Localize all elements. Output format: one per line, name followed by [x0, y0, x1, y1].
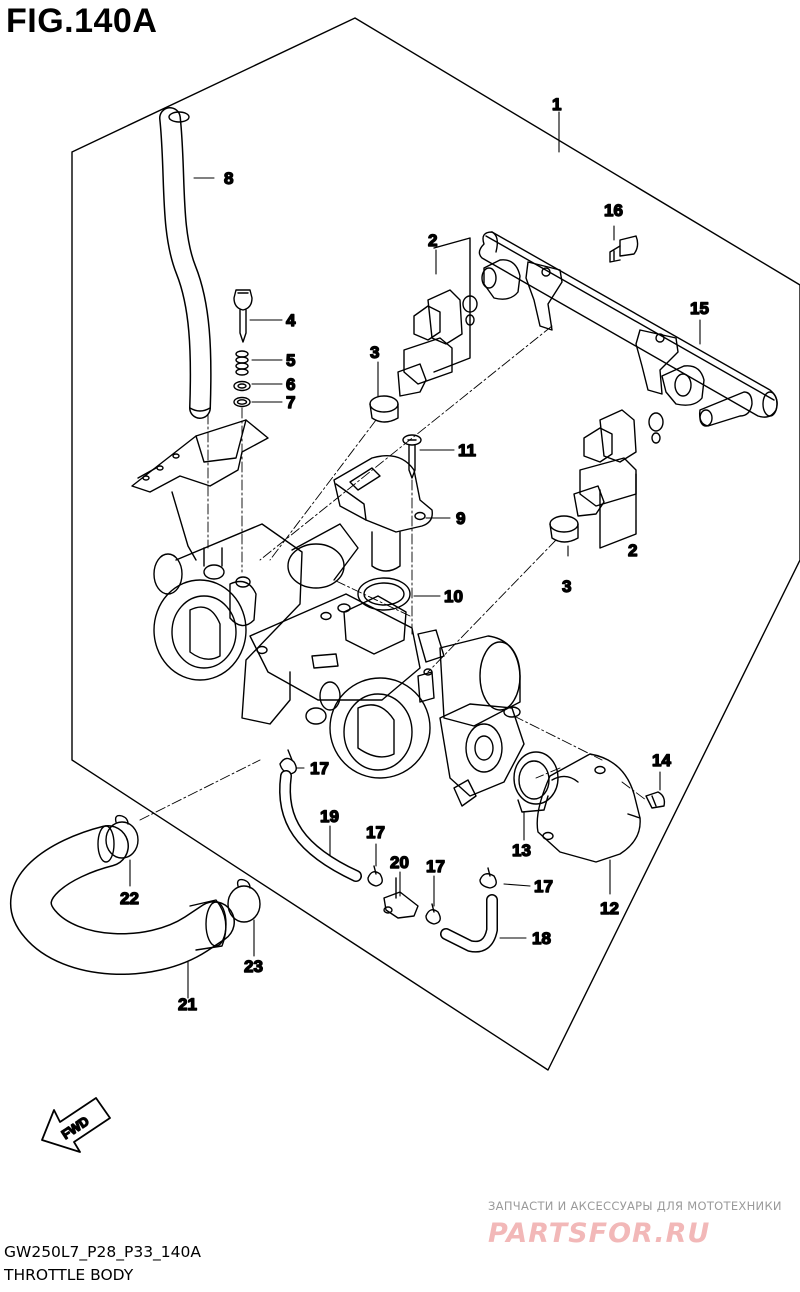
- clamp-23: [227, 878, 261, 923]
- callout-23: 23: [244, 957, 263, 976]
- mounting-bracket: [131, 419, 269, 561]
- callout-6: 6: [286, 375, 295, 394]
- fuel-rail-15: [478, 231, 778, 427]
- leader-lines: [129, 111, 701, 999]
- joint-20: [383, 877, 419, 919]
- hose-18: [440, 894, 498, 953]
- callout-numbers: 1 2 2 3 3 4 5 6 7 8 9 10 11 12 13 14 15 …: [119, 94, 709, 1014]
- callout-17-c: 17: [426, 857, 445, 876]
- clip-17-a: [279, 749, 297, 775]
- injector-2-top: [397, 289, 478, 397]
- figure-name: THROTTLE BODY: [4, 1266, 134, 1284]
- callout-2-top: 2: [428, 231, 437, 250]
- oring-10: [357, 577, 411, 611]
- callout-15: 15: [690, 299, 709, 318]
- callout-14: 14: [652, 751, 671, 770]
- callout-21: 21: [178, 995, 197, 1014]
- callout-17-a: 17: [310, 759, 329, 778]
- oring-7: [233, 396, 251, 408]
- seal-13: [513, 751, 559, 813]
- callout-17-d: 17: [534, 877, 553, 896]
- callout-3-lower: 3: [562, 577, 571, 596]
- bracket-lines-2a: [433, 237, 471, 373]
- assembly-boundary: [71, 17, 800, 1071]
- svg-text:FWD: FWD: [59, 1113, 92, 1142]
- hose-19: [279, 770, 362, 882]
- sensor-9: [333, 455, 433, 572]
- callout-18: 18: [532, 929, 551, 948]
- sensor-12: [536, 753, 641, 863]
- throttle-body: [153, 523, 525, 807]
- bolt-16: [609, 235, 639, 263]
- callout-9: 9: [456, 509, 465, 528]
- callout-22: 22: [120, 889, 139, 908]
- clip-17-d: [479, 867, 497, 889]
- callout-12: 12: [600, 899, 619, 918]
- watermark-logo: PARTSFOR.RU: [488, 1218, 710, 1249]
- callout-10: 10: [444, 587, 463, 606]
- screw-4: [233, 289, 253, 343]
- callout-4: 4: [286, 311, 296, 330]
- hose-21: [10, 825, 235, 975]
- injector-2-lower: [573, 409, 664, 517]
- callout-2-lower: 2: [628, 541, 637, 560]
- callout-8: 8: [224, 169, 233, 188]
- callout-13: 13: [512, 841, 531, 860]
- callout-1: 1: [552, 95, 561, 114]
- spring-5: [235, 350, 249, 376]
- seal-3-lower: [549, 515, 579, 543]
- clip-17-c: [425, 903, 441, 925]
- figure-title: FIG.140A: [6, 2, 158, 40]
- svg-text:PARTSFOR.RU: PARTSFOR.RU: [488, 1218, 710, 1249]
- callout-7: 7: [286, 393, 295, 412]
- callout-5: 5: [286, 351, 295, 370]
- callout-20: 20: [390, 853, 409, 872]
- bolt-14: [645, 791, 666, 809]
- watermark-tagline: ЗАПЧАСТИ И АКСЕССУАРЫ ДЛЯ МОТОТЕХНИКИ: [488, 1199, 782, 1213]
- washer-6: [233, 380, 251, 392]
- alignment-lines: [139, 325, 647, 821]
- callout-19: 19: [320, 807, 339, 826]
- figure-code: GW250L7_P28_P33_140A: [4, 1243, 201, 1261]
- seal-3-top: [369, 395, 399, 423]
- callout-17-b: 17: [366, 823, 385, 842]
- screw-11: [402, 434, 422, 479]
- fuel-hose-8: [159, 107, 212, 419]
- callout-3-top: 3: [370, 343, 379, 362]
- callout-16: 16: [604, 201, 623, 220]
- bracket-lines-2b: [599, 473, 637, 549]
- clamp-22: [105, 814, 139, 859]
- fwd-arrow-icon: FWD: [41, 1097, 111, 1153]
- callout-11: 11: [458, 441, 476, 460]
- clip-17-b: [367, 865, 383, 887]
